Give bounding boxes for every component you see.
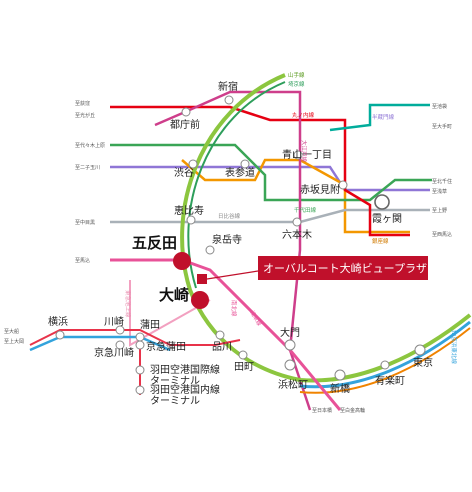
property-marker <box>197 274 207 284</box>
chiyoda-line <box>110 143 432 202</box>
station-dots <box>55 95 426 395</box>
label-oedo: 大江戸線 <box>300 140 308 163</box>
station-omotesando: 表参道 <box>225 166 255 179</box>
station-shibuya: 渋谷 <box>174 166 194 179</box>
hanzomon-line <box>110 165 430 192</box>
callout-label: オーバルコート大崎ビュープラザ <box>263 261 427 275</box>
station-hamamatsucho: 浜松町 <box>278 378 308 391</box>
dest-ofuna: 至大船 <box>4 328 19 335</box>
asakusa-line <box>110 258 342 411</box>
dest-nishi-magome: 至西馬込 <box>432 231 452 238</box>
ginza-line <box>181 158 410 234</box>
label-yamanote: 山手線 <box>288 71 305 79</box>
label-saikyo: 埼京線 <box>288 80 305 88</box>
station-haneda-domestic: 羽田空港国内線ターミナル <box>150 383 220 407</box>
station-haneda-intl: 羽田空港国際線ターミナル <box>150 363 220 387</box>
dest-otemachi: 至大手町 <box>432 123 452 130</box>
label-ginza: 銀座線 <box>372 237 389 245</box>
station-tokyo: 東京 <box>413 356 433 369</box>
keikyu-line <box>29 329 241 346</box>
label-asakusa: 浅草線 <box>248 309 263 328</box>
station-yokohama: 横浜 <box>48 315 68 328</box>
station-kawasaki: 川崎 <box>104 315 124 328</box>
dest-mitaka: 至光が丘 <box>75 112 95 119</box>
label-chiyoda: 千代田線 <box>294 206 317 214</box>
station-shinagawa: 品川 <box>212 341 232 353</box>
dest-kamiooka: 至上大岡 <box>4 338 24 345</box>
station-kasumigaseki: 霞ヶ関 <box>372 213 402 225</box>
label-ikegami: 東急池上線 <box>124 290 132 318</box>
dest-nakameguro: 至中目黒 <box>75 219 95 226</box>
station-osaki: 大崎 <box>159 286 189 304</box>
marunouchi-line <box>110 105 410 237</box>
callout-connector <box>206 270 259 280</box>
label-marunouchi: 丸ノ内線 <box>292 111 315 119</box>
callout-box <box>258 256 428 280</box>
dest-ueno: 至上野 <box>432 207 447 214</box>
station-ebisu: 恵比寿 <box>174 204 204 217</box>
station-shimbashi: 新橋 <box>330 382 350 395</box>
tokaido-line <box>299 327 471 394</box>
dest-ikebukuro: 至池袋 <box>432 103 447 110</box>
dest-shirokane: 至白金高輪 <box>340 407 365 414</box>
dest-ogikubo: 至荻窪 <box>75 100 90 107</box>
station-yurakucho: 有楽町 <box>375 374 405 387</box>
station-roppongi: 六本木 <box>282 228 312 241</box>
dest-kita-senju: 至北千住 <box>432 178 452 185</box>
dest-magome: 至馬込 <box>75 257 90 264</box>
station-akasaka: 赤坂見附 <box>300 183 340 196</box>
station-sengakuji: 泉岳寺 <box>212 233 242 246</box>
station-aoyama: 青山一丁目 <box>282 148 332 161</box>
station-keikyu-kawasaki: 京急川崎 <box>94 346 134 359</box>
label-nanboku: 南北線 <box>230 300 238 317</box>
label-hibiya: 日比谷線 <box>218 212 241 220</box>
dest-futako: 至二子玉川 <box>75 164 100 171</box>
station-daimon: 大門 <box>280 326 300 339</box>
label-jr-keihin: JR京浜東北線 <box>450 329 458 364</box>
station-tamachi: 田町 <box>234 362 254 373</box>
dest-shiba-koen: 至日本橋 <box>312 407 332 414</box>
namboku-line <box>329 103 430 132</box>
station-kamata: 蒲田 <box>140 318 160 331</box>
station-keikyu-kamata: 京急蒲田 <box>146 340 186 353</box>
station-gotanda: 五反田 <box>132 234 177 252</box>
hibiya-line <box>110 208 430 224</box>
jr-line-south <box>29 335 171 352</box>
station-tochomae: 都庁前 <box>170 118 200 131</box>
gotanda-marker <box>173 252 191 270</box>
dest-yoyogi-uehara: 至代々木上原 <box>75 142 105 149</box>
label-hanzomon: 半蔵門線 <box>372 113 395 121</box>
station-shinjuku: 新宿 <box>218 80 238 93</box>
osaki-marker <box>191 291 209 309</box>
ikegami-line <box>129 280 211 347</box>
dest-shibuya-dir: 至浅草 <box>432 188 447 195</box>
